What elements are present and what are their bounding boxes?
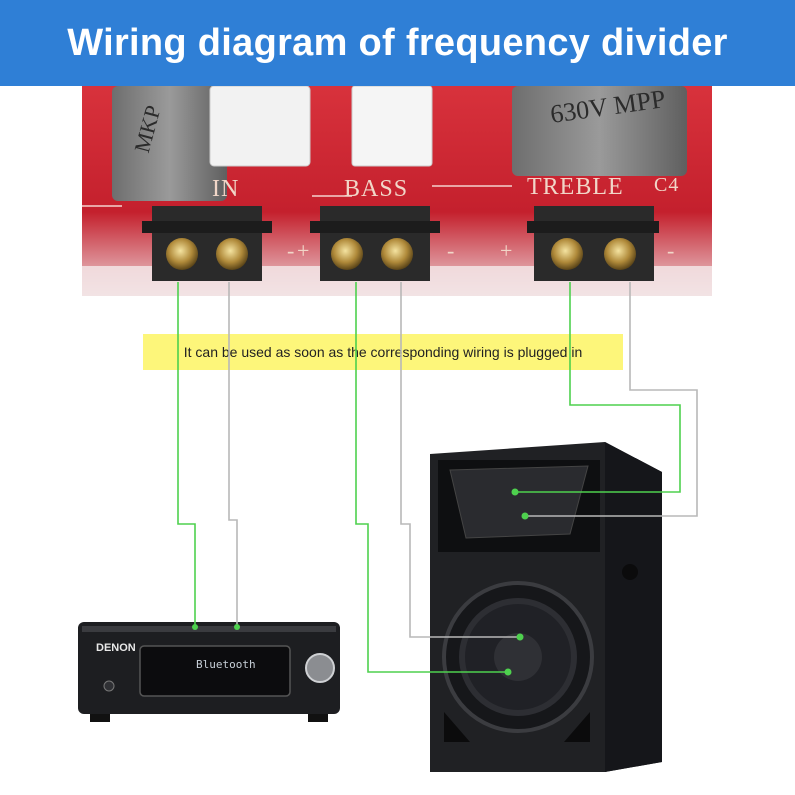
speaker-illustration [430,442,662,772]
resistor-block [209,85,311,167]
label-bass: BASS [344,176,409,202]
label-plus-treble: + [500,238,514,263]
usage-note-text: It can be used as soon as the correspond… [183,344,583,360]
label-in: IN [212,176,240,202]
terminal-treble [527,206,659,281]
label-treble: TREBLE [527,174,624,200]
usage-note: It can be used as soon as the correspond… [143,334,623,370]
terminal-mid [142,206,272,281]
page-title: Wiring diagram of frequency divider [67,21,728,64]
label-minus-mid: - [287,238,296,263]
label-minus-treble: - [667,238,676,263]
receiver-brand: DENON [96,642,136,654]
receiver-illustration [78,622,340,722]
label-plus-bass: + [297,238,311,263]
label-minus-bass: - [447,238,456,263]
receiver-display-text: Bluetooth [196,658,256,671]
capacitor-right [512,86,687,176]
terminal-bass [310,206,440,281]
crossover-board: IN BASS TREBLE C4 - + - + - MKP 630V MPP [82,84,712,296]
speaker-cabinet [430,442,662,772]
resistor-block-2 [351,85,433,167]
header-banner: Wiring diagram of frequency divider [0,0,795,86]
capacitor-left [112,86,227,201]
board-illustration [82,85,712,296]
label-c4: C4 [654,174,680,196]
av-receiver: DENON Bluetooth [78,622,340,724]
